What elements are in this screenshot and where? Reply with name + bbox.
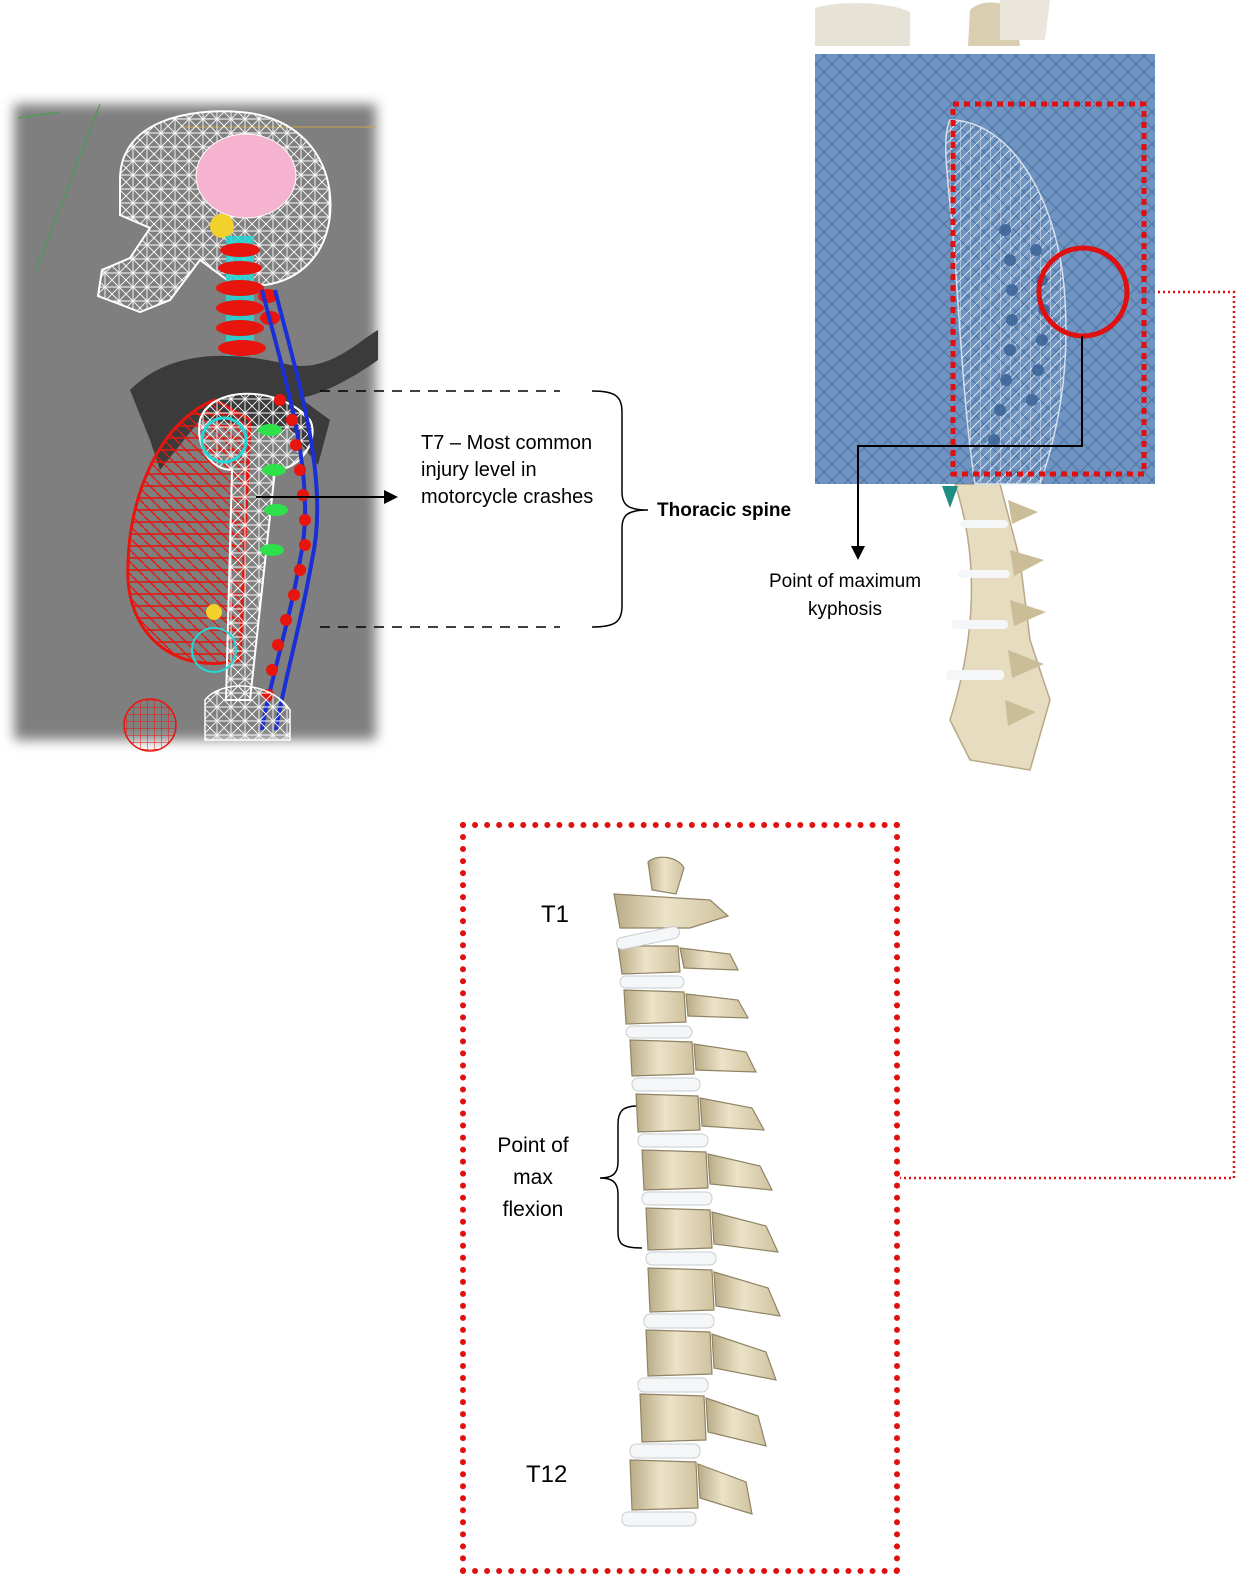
- max-flexion-label: Point of max flexion: [484, 1130, 582, 1226]
- thoracic-spine-render: [560, 850, 820, 1530]
- thoracic-spine-label: Thoracic spine: [657, 497, 791, 524]
- max-kyphosis-label: Point of maximum kyphosis: [750, 568, 940, 624]
- spine-overlay-figure: [800, 0, 1248, 790]
- t1-label: T1: [541, 901, 569, 928]
- t12-label: T12: [526, 1461, 567, 1488]
- lumbar-spine: [942, 484, 1050, 770]
- t7-arrow-head: [384, 490, 398, 504]
- t7-note: T7 – Most common injury level in motorcy…: [421, 430, 617, 511]
- thoracic-spine-svg: [560, 850, 820, 1530]
- spine-overlay-svg: [800, 0, 1248, 790]
